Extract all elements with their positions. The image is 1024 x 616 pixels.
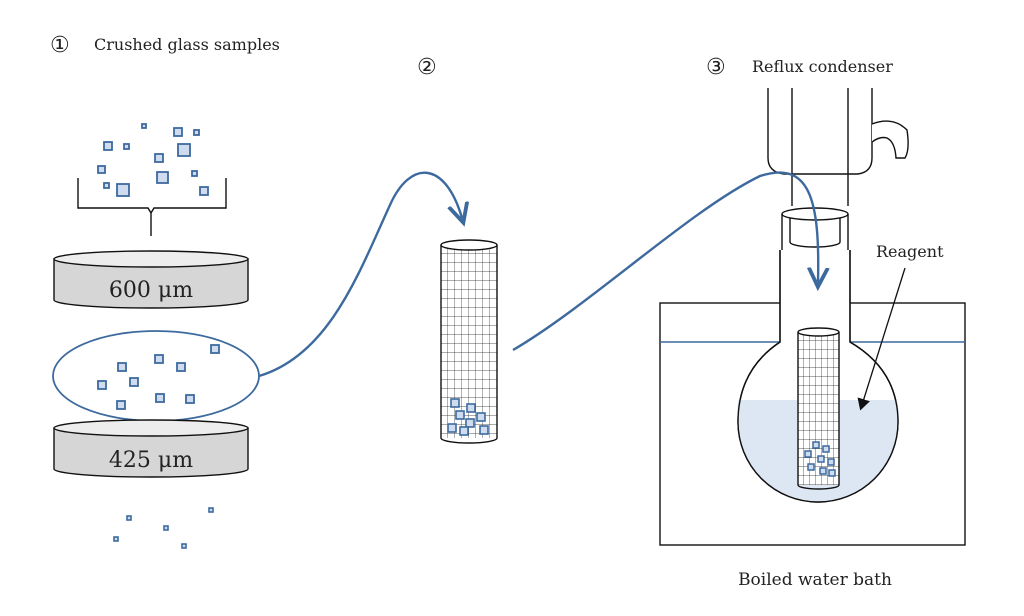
step-1-number: ① xyxy=(50,33,70,58)
particle xyxy=(447,423,457,433)
particle xyxy=(103,182,110,189)
particle xyxy=(129,377,139,387)
step-2-number: ② xyxy=(417,55,437,80)
particle xyxy=(176,362,186,372)
particle xyxy=(804,450,812,458)
particle xyxy=(822,445,830,453)
sieve-425 xyxy=(53,419,249,478)
particle xyxy=(97,165,106,174)
particle xyxy=(193,129,200,136)
particle xyxy=(827,458,835,466)
retained-particles xyxy=(97,344,220,410)
particle xyxy=(154,354,164,364)
step-3-number: ③ xyxy=(706,55,726,80)
flask-tube-particles xyxy=(804,441,836,477)
sieve-600-label: 600 μm xyxy=(109,278,193,303)
particle xyxy=(185,394,195,404)
particle xyxy=(450,398,460,408)
particle xyxy=(819,467,827,475)
retained-sample-outline xyxy=(52,330,260,422)
particle xyxy=(181,543,187,549)
step-3-label: Reflux condenser xyxy=(752,57,893,76)
particle xyxy=(126,515,132,521)
mesh-tube-particles xyxy=(447,398,489,436)
reflux-condenser xyxy=(767,88,909,206)
arrow-to-flask xyxy=(512,171,818,352)
particle xyxy=(817,455,825,463)
bracket xyxy=(77,178,227,236)
particle xyxy=(476,412,486,422)
sieve-600 xyxy=(53,250,249,309)
particle xyxy=(455,410,465,420)
particle xyxy=(155,393,165,403)
particle xyxy=(141,123,147,129)
falling-particles xyxy=(97,123,209,197)
arrow-to-mesh-tube xyxy=(258,171,462,378)
water-bath-label: Boiled water bath xyxy=(738,570,892,590)
particle xyxy=(97,380,107,390)
particle xyxy=(807,463,815,471)
particle xyxy=(116,400,126,410)
particle xyxy=(113,536,119,542)
step-1-label: Crushed glass samples xyxy=(94,35,280,54)
particle xyxy=(177,143,191,157)
particle xyxy=(156,171,169,184)
particle xyxy=(812,441,820,449)
particle xyxy=(154,153,164,163)
particle xyxy=(116,183,130,197)
particle xyxy=(465,418,475,428)
fine-particles xyxy=(113,507,214,549)
reagent-pointer xyxy=(857,267,906,411)
particle xyxy=(199,186,209,196)
particle xyxy=(163,525,169,531)
reagent-label: Reagent xyxy=(876,242,944,261)
particle xyxy=(117,362,127,372)
particle xyxy=(466,403,476,413)
particle xyxy=(210,344,220,354)
particle xyxy=(479,425,489,435)
particle xyxy=(173,127,183,137)
particle xyxy=(123,143,130,150)
particle xyxy=(828,469,836,477)
particle xyxy=(208,507,214,513)
particle xyxy=(459,426,469,436)
particle xyxy=(103,141,113,151)
particle xyxy=(191,170,198,177)
sieve-425-label: 425 μm xyxy=(109,448,193,473)
